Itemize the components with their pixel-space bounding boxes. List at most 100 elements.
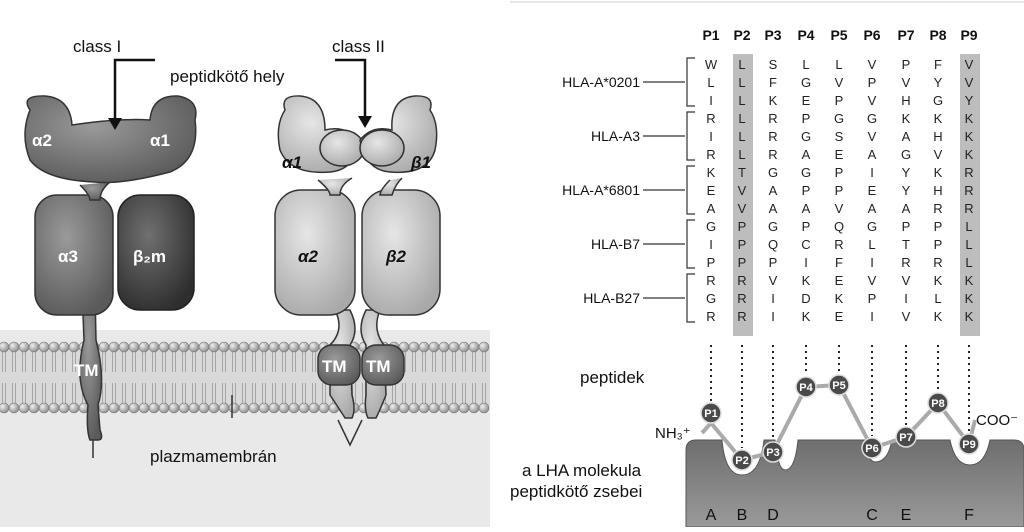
lipid-head-top bbox=[138, 341, 150, 353]
residue-letter: I bbox=[771, 291, 775, 306]
lipid-head-top bbox=[58, 341, 70, 353]
hla-allele-name: HLA-A*6801 bbox=[562, 182, 640, 198]
lipid-head-bottom bbox=[208, 402, 220, 414]
hla-allele-name: HLA-A*0201 bbox=[562, 74, 640, 90]
lipid-head-bottom bbox=[248, 402, 260, 414]
lipid-head-top bbox=[118, 341, 130, 353]
residue-letter: V bbox=[902, 273, 911, 288]
anchor-highlight-columns bbox=[733, 54, 980, 336]
lipid-head-top bbox=[18, 341, 30, 353]
residue-letter: I bbox=[709, 93, 713, 108]
position-header: P9 bbox=[960, 27, 977, 43]
residue-letter: P bbox=[738, 219, 747, 234]
lipid-head-bottom bbox=[388, 402, 400, 414]
residue-letter: G bbox=[768, 165, 778, 180]
residue-letter: V bbox=[934, 147, 943, 162]
residue-letter: H bbox=[901, 93, 910, 108]
residue-letter: A bbox=[769, 183, 778, 198]
hla-allele-name: HLA-B7 bbox=[591, 236, 640, 252]
residue-letter: G bbox=[706, 291, 716, 306]
class1-molecule: α2 α1 α3 β₂m TM bbox=[24, 95, 197, 458]
residue-letter: R bbox=[768, 147, 777, 162]
residue-node-label: P7 bbox=[899, 432, 912, 444]
residue-letter: I bbox=[904, 291, 908, 306]
residue-letter: L bbox=[738, 147, 745, 162]
residue-letter: K bbox=[707, 165, 716, 180]
class1-arrow bbox=[113, 58, 155, 120]
residue-node-P9 bbox=[958, 433, 980, 455]
pocket-letter: A bbox=[706, 507, 717, 524]
lipid-head-top bbox=[158, 341, 170, 353]
lipid-head-bottom bbox=[428, 402, 440, 414]
residue-letter: R bbox=[834, 237, 843, 252]
residue-letter: G bbox=[901, 147, 911, 162]
allele-bracket bbox=[686, 57, 695, 107]
residue-letter: L bbox=[738, 129, 745, 144]
pocket-letter: D bbox=[767, 507, 779, 524]
lipid-head-top bbox=[148, 341, 160, 353]
position-header: P2 bbox=[733, 27, 750, 43]
class1-tm-label: TM bbox=[74, 361, 99, 380]
residue-letter: Y bbox=[902, 165, 911, 180]
residue-letter: C bbox=[801, 237, 810, 252]
lipid-head-top bbox=[128, 341, 140, 353]
lipid-head-bottom bbox=[28, 402, 40, 414]
lipid-head-bottom bbox=[138, 402, 150, 414]
residue-letter: E bbox=[835, 147, 844, 162]
residue-letter: L bbox=[965, 237, 972, 252]
residue-letter: P bbox=[802, 183, 811, 198]
residue-letter: W bbox=[705, 57, 718, 72]
lipid-head-top bbox=[8, 341, 20, 353]
lipid-head-bottom bbox=[468, 402, 480, 414]
nh3-terminus-label: NH₃⁺ bbox=[655, 425, 691, 442]
residue-letter: G bbox=[867, 111, 877, 126]
residue-letter: I bbox=[709, 237, 713, 252]
residue-letter: I bbox=[870, 309, 874, 324]
lipid-head-top bbox=[98, 341, 110, 353]
lipid-head-bottom bbox=[38, 402, 50, 414]
class1-a3-label: α3 bbox=[58, 247, 78, 266]
lipid-head-bottom bbox=[198, 402, 210, 414]
residue-letter: R bbox=[737, 273, 746, 288]
lipid-head-top bbox=[478, 341, 490, 353]
residue-letter: G bbox=[801, 129, 811, 144]
binding-site-label: peptidkötő hely bbox=[170, 67, 285, 86]
residue-node-P8 bbox=[927, 392, 949, 414]
lipid-head-bottom bbox=[278, 402, 290, 414]
allele-bracket bbox=[686, 273, 695, 323]
residue-letter: A bbox=[902, 201, 911, 216]
lipid-head-top bbox=[28, 341, 40, 353]
residue-letter: A bbox=[802, 201, 811, 216]
lipid-head-bottom bbox=[298, 402, 310, 414]
peptides-label: peptidek bbox=[580, 368, 645, 387]
residue-letter: L bbox=[738, 75, 745, 90]
residue-node-label: P4 bbox=[799, 382, 813, 394]
anchor-column-P9 bbox=[960, 54, 980, 336]
position-header: P1 bbox=[702, 27, 719, 43]
residue-letter: R bbox=[706, 111, 715, 126]
position-header: P4 bbox=[797, 27, 814, 43]
residue-letter: K bbox=[802, 273, 811, 288]
residue-letter: R bbox=[706, 147, 715, 162]
residue-letter: R bbox=[964, 201, 973, 216]
lipid-head-bottom bbox=[0, 402, 10, 414]
lipid-head-bottom bbox=[98, 402, 110, 414]
residue-letter: S bbox=[769, 57, 778, 72]
class2-b2-domain bbox=[361, 189, 441, 316]
lipid-head-top bbox=[48, 341, 60, 353]
residue-letter: K bbox=[965, 273, 974, 288]
lipid-head-bottom bbox=[188, 402, 200, 414]
residue-letter: K bbox=[802, 309, 811, 324]
residue-letter: V bbox=[965, 57, 974, 72]
residue-node-label: P1 bbox=[704, 408, 717, 420]
lipid-head-top bbox=[0, 341, 10, 353]
pocket-letter: F bbox=[964, 507, 974, 524]
class2-b2-label: β2 bbox=[385, 247, 407, 266]
residue-letter: L bbox=[738, 93, 745, 108]
residue-node-P2 bbox=[731, 449, 753, 471]
residue-letter: P bbox=[835, 183, 844, 198]
class2-b1-label: β1 bbox=[410, 153, 431, 172]
residue-letter: R bbox=[737, 309, 746, 324]
